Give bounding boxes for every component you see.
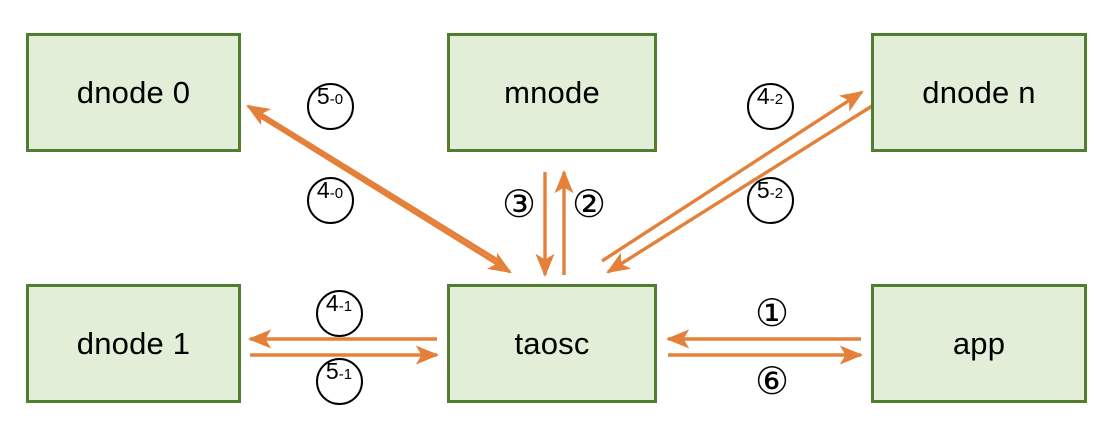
edge-badge-main: ① [754,291,790,335]
edge-taosc-dnode1-group [247,329,440,365]
edge-badge-1: ① [750,291,794,335]
edge-badge-main: 4 [316,176,330,203]
edge-badge-6: ⑥ [750,359,794,403]
node-dnode0[interactable]: dnode 0 [26,33,241,152]
node-taosc[interactable]: taosc [447,284,657,403]
edge-badge-main: 4 [756,82,770,109]
node-dnode1[interactable]: dnode 1 [26,284,241,403]
edge-badge-sub: -1 [338,365,353,383]
node-label: mnode [504,75,600,110]
edge-badge-2: ② [567,182,611,226]
node-label: taosc [514,326,590,361]
edge-taosc-dnoden-group [601,90,873,274]
edge-taosc-app-group [665,329,864,365]
edge-badge-4-1: 4-1 [315,289,363,337]
edge-badge-main: 4 [325,289,339,316]
edge-badge-sub: -0 [329,184,344,202]
edge-badge-sub: -2 [769,184,784,202]
edge-badge-3: ③ [497,182,541,226]
edge-taosc-mnode-group [535,169,574,278]
edge-badge-main: ② [571,182,607,226]
edge-badge-5-0: 5-0 [306,82,354,130]
edge-4-2-line [601,90,864,263]
edge-4-0-line [260,115,512,274]
edge-badge-5-1: 5-1 [315,357,363,405]
edge-5-2-line [606,104,873,274]
edge-badge-5-2: 5-2 [746,176,794,224]
node-label: app [952,326,1006,361]
edge-5-0-line [246,104,500,263]
node-dnoden[interactable]: dnode n [871,33,1087,152]
node-app[interactable]: app [871,284,1087,403]
edge-badge-main: 5 [325,357,339,384]
edge-badge-4-0: 4-0 [306,176,354,224]
node-label: dnode n [922,75,1036,110]
node-mnode[interactable]: mnode [447,33,657,152]
edge-badge-main: ③ [501,182,537,226]
edge-badge-4-2: 4-2 [746,82,794,130]
edge-badge-sub: -0 [329,90,344,108]
edge-badge-main: 5 [316,82,330,109]
node-label: dnode 1 [76,326,191,361]
edge-badge-sub: -2 [769,90,784,108]
edge-badge-sub: -1 [338,297,353,315]
node-label: dnode 0 [76,75,191,110]
edge-taosc-dnode0-group [246,104,512,274]
edge-badge-main: 5 [756,176,770,203]
edge-badge-main: ⑥ [754,359,790,403]
